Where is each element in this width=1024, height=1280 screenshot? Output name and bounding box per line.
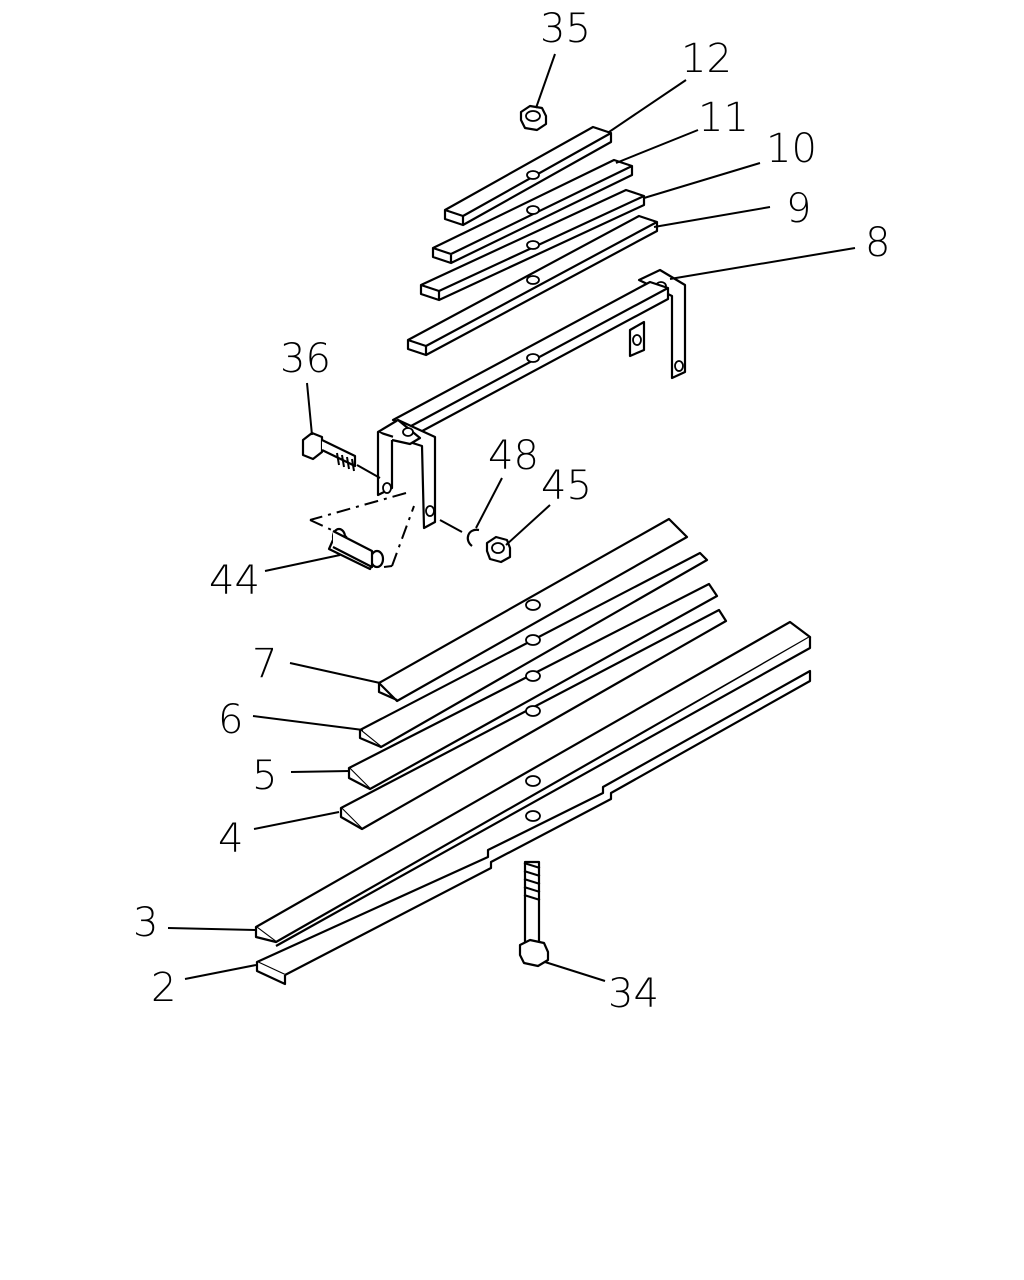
callout-35: 35 <box>540 6 591 52</box>
callout-9: 9 <box>786 186 811 232</box>
nut-45 <box>485 535 512 564</box>
callout-34: 34 <box>608 971 659 1017</box>
clip-48 <box>439 519 480 547</box>
leaf-7 <box>377 517 689 703</box>
callout-45: 45 <box>541 463 592 509</box>
leaf-2 <box>255 669 812 986</box>
leaf-8-with-brackets <box>376 268 687 530</box>
leaf-11 <box>431 158 634 265</box>
callout-44: 44 <box>209 558 260 604</box>
callout-48: 48 <box>488 433 539 479</box>
leader-lines <box>167 53 856 982</box>
callout-5: 5 <box>252 753 277 799</box>
callout-4: 4 <box>218 816 243 862</box>
leaf-9 <box>406 214 659 357</box>
leaf-4 <box>339 608 728 831</box>
callout-6: 6 <box>218 697 243 743</box>
callout-7: 7 <box>252 641 277 687</box>
nut-35 <box>519 104 548 132</box>
callout-8: 8 <box>865 220 890 266</box>
leaf-10 <box>419 188 646 302</box>
bolt-36 <box>301 431 381 479</box>
callout-3: 3 <box>133 900 158 946</box>
callout-10: 10 <box>766 126 817 172</box>
callout-11: 11 <box>698 95 749 141</box>
callout-36: 36 <box>280 336 331 382</box>
callout-2: 2 <box>151 965 176 1011</box>
pin-44 <box>309 492 415 571</box>
callout-12: 12 <box>681 36 732 82</box>
leaf-3 <box>254 620 812 947</box>
bolt-34 <box>518 860 550 968</box>
leaf-12 <box>443 125 613 227</box>
leaf-6 <box>358 551 709 749</box>
